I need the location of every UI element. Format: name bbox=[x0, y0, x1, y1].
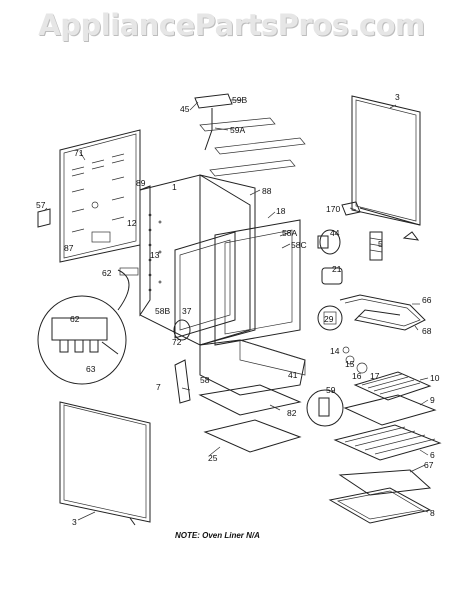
label-68: 68 bbox=[422, 326, 432, 336]
label-3-bottom: 3 bbox=[72, 517, 77, 527]
label-41: 41 bbox=[288, 370, 298, 380]
label-58a: 58A bbox=[282, 228, 297, 238]
switch bbox=[323, 311, 337, 325]
drawer bbox=[328, 487, 432, 524]
label-59b: 59B bbox=[232, 95, 247, 105]
label-14: 14 bbox=[330, 346, 340, 356]
label-9: 9 bbox=[430, 395, 435, 405]
label-58b: 58B bbox=[155, 306, 170, 316]
label-17: 17 bbox=[370, 371, 380, 381]
label-15: 15 bbox=[345, 359, 355, 369]
label-16: 16 bbox=[352, 371, 362, 381]
screw bbox=[342, 346, 350, 354]
knob bbox=[317, 229, 341, 255]
label-7: 7 bbox=[156, 382, 161, 392]
label-71: 71 bbox=[74, 148, 84, 158]
bake-element bbox=[339, 294, 426, 331]
watermark: AppliancePartsPros.com bbox=[38, 8, 425, 42]
label-67: 67 bbox=[424, 460, 434, 470]
hinge-bracket bbox=[341, 201, 361, 216]
switch-detail-circle bbox=[317, 305, 343, 331]
light-bulb bbox=[318, 397, 330, 417]
part-labels: 45 59B 59A 3 71 1 89 88 57 18 170 44 5 1… bbox=[36, 92, 440, 540]
label-63: 63 bbox=[86, 364, 96, 374]
label-44: 44 bbox=[330, 228, 340, 238]
detail-arrow bbox=[117, 269, 130, 311]
lamp-socket bbox=[321, 267, 343, 285]
side-panel-right bbox=[351, 95, 421, 226]
door-hinge bbox=[174, 359, 191, 404]
label-87: 87 bbox=[64, 243, 74, 253]
bracket bbox=[37, 208, 51, 228]
diagram-note: NOTE: Oven Liner N/A bbox=[175, 531, 260, 540]
drawer-box bbox=[199, 339, 306, 396]
label-72: 72 bbox=[172, 337, 182, 347]
bottom-panel bbox=[198, 384, 302, 416]
label-25: 25 bbox=[208, 453, 218, 463]
oven-liner bbox=[139, 174, 256, 346]
label-29: 29 bbox=[324, 314, 334, 324]
label-58: 58 bbox=[200, 375, 210, 385]
oven-rack bbox=[333, 424, 442, 461]
label-21: 21 bbox=[332, 264, 342, 274]
back-panel bbox=[59, 129, 141, 263]
label-170: 170 bbox=[326, 204, 340, 214]
broil-element bbox=[338, 469, 432, 496]
label-45: 45 bbox=[180, 104, 190, 114]
top-vent-assembly bbox=[194, 93, 306, 177]
label-58c: 58C bbox=[291, 240, 307, 250]
label-8: 8 bbox=[430, 508, 435, 518]
front-frame bbox=[174, 219, 301, 346]
roller bbox=[173, 319, 191, 341]
label-88: 88 bbox=[262, 186, 272, 196]
label-18: 18 bbox=[276, 206, 286, 216]
label-12: 12 bbox=[127, 218, 137, 228]
label-6: 6 bbox=[430, 450, 435, 460]
label-57: 57 bbox=[36, 200, 46, 210]
label-59a: 59A bbox=[230, 125, 245, 135]
label-62-detail: 62 bbox=[70, 314, 80, 324]
label-82: 82 bbox=[287, 408, 297, 418]
label-37: 37 bbox=[182, 306, 192, 316]
lamp-cover bbox=[356, 362, 368, 374]
label-13: 13 bbox=[150, 250, 160, 260]
broil-pan bbox=[353, 371, 432, 401]
label-62-top: 62 bbox=[102, 268, 112, 278]
spring bbox=[369, 231, 383, 261]
label-59: 59 bbox=[326, 385, 336, 395]
label-10: 10 bbox=[430, 373, 440, 383]
drip-pan bbox=[343, 394, 437, 426]
clip bbox=[402, 231, 420, 241]
label-66: 66 bbox=[422, 295, 432, 305]
label-5: 5 bbox=[378, 239, 383, 249]
drawer-bottom bbox=[203, 419, 302, 453]
side-panel-left bbox=[59, 401, 151, 526]
label-1: 1 bbox=[172, 182, 177, 192]
label-3-top: 3 bbox=[395, 92, 400, 102]
leader-lines bbox=[43, 99, 429, 521]
terminal-detail-circle bbox=[37, 295, 127, 385]
light-detail-circle bbox=[306, 389, 344, 427]
terminal-block bbox=[119, 267, 139, 276]
grommet bbox=[345, 355, 355, 365]
label-89: 89 bbox=[136, 178, 146, 188]
